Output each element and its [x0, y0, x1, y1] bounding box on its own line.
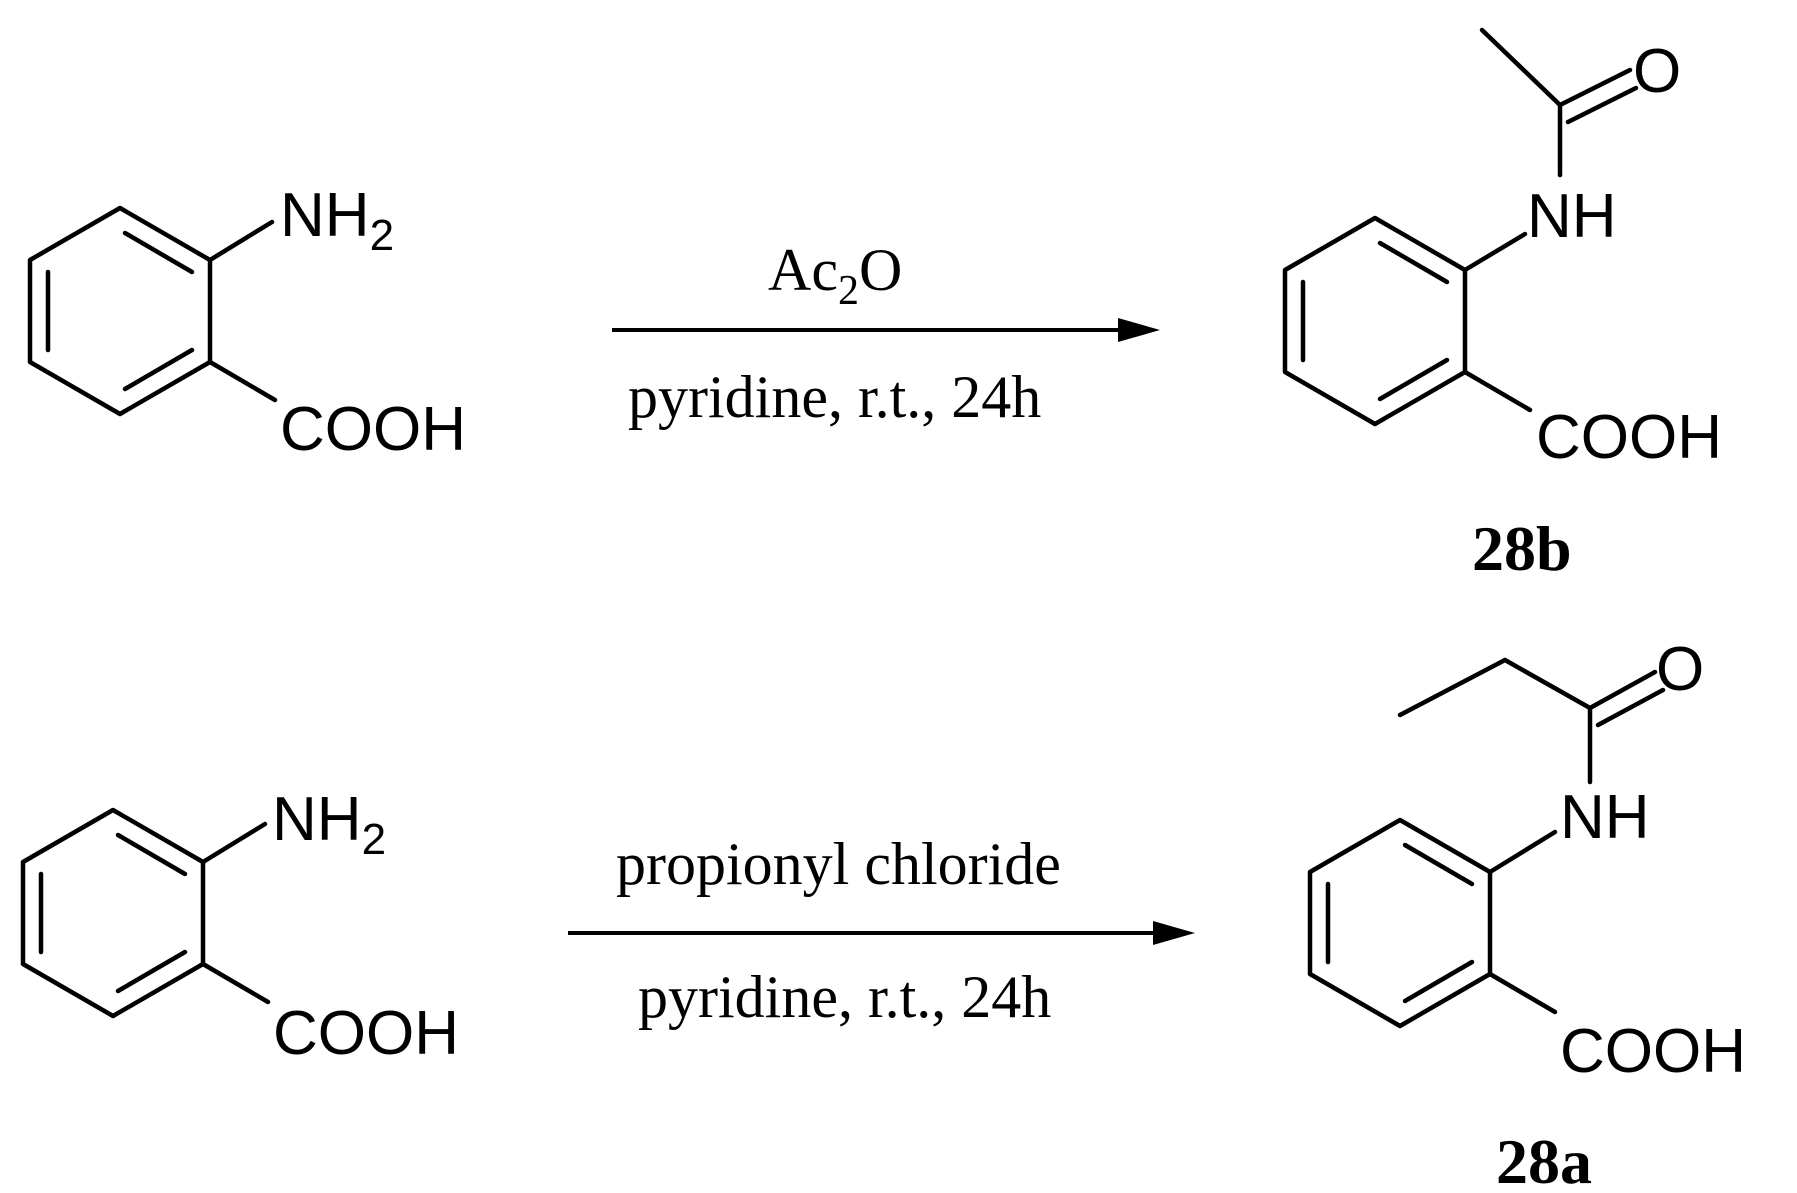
- carboxyl-group: COOH: [1560, 1017, 1746, 1086]
- reaction-arrow-1: [612, 318, 1160, 342]
- reaction-2: NH2 COOH propionyl chloride pyridine, r.…: [20, 635, 1746, 1193]
- conditions-2: pyridine, r.t., 24h: [638, 964, 1051, 1030]
- reagent-2: propionyl chloride: [616, 831, 1061, 897]
- reaction-1: NH2 COOH Ac2O pyridine, r.t., 24h O NH C…: [27, 27, 1722, 584]
- benzene-ring: [27, 205, 213, 417]
- aromatic-double-bond: [122, 347, 195, 392]
- carboxyl-group: COOH: [1536, 403, 1722, 472]
- reactant-1-structure: NH2 COOH: [27, 181, 466, 464]
- c-cooh-bond: [1487, 971, 1558, 1015]
- product-28b-structure: O NH COOH: [1282, 27, 1722, 472]
- ethyl-bond: [1502, 657, 1593, 711]
- reactant-2-structure: NH2 COOH: [20, 785, 459, 1068]
- carboxyl-group: COOH: [273, 999, 459, 1068]
- carbonyl-oxygen: O: [1633, 37, 1681, 106]
- c-n-bond: [1487, 829, 1558, 875]
- c-n-bond: [207, 219, 275, 263]
- arrow-head: [1153, 921, 1195, 945]
- compound-label-28a: 28a: [1496, 1126, 1592, 1193]
- amide-nh: NH: [1527, 182, 1617, 251]
- conditions-1: pyridine, r.t., 24h: [628, 364, 1041, 430]
- carbonyl-double-bond: [1565, 85, 1639, 125]
- methyl-bond: [1479, 27, 1563, 108]
- aromatic-double-bond: [115, 949, 188, 994]
- aromatic-double-bond: [115, 832, 188, 877]
- aromatic-double-bond: [1402, 959, 1475, 1004]
- carboxyl-group: COOH: [280, 395, 466, 464]
- c-cooh-bond: [200, 961, 271, 1005]
- c-n-bond: [1462, 231, 1528, 273]
- c-cooh-bond: [207, 359, 278, 403]
- reaction-arrow-2: [568, 921, 1195, 945]
- amine-group: NH2: [280, 181, 394, 260]
- c-n-bond: [200, 821, 268, 865]
- methyl-bond: [1397, 657, 1508, 718]
- compound-label-28b: 28b: [1472, 513, 1572, 584]
- aromatic-double-bond: [1377, 357, 1450, 402]
- benzene-ring: [1307, 817, 1493, 1029]
- carbonyl-bond: [1587, 669, 1658, 711]
- arrow-head: [1118, 318, 1160, 342]
- aromatic-double-bond: [1377, 240, 1450, 285]
- amine-group: NH2: [272, 785, 386, 864]
- c-cooh-bond: [1462, 369, 1533, 413]
- aromatic-double-bond: [122, 230, 195, 275]
- aromatic-double-bond: [1402, 842, 1475, 887]
- benzene-ring: [20, 807, 206, 1019]
- reagent-1: Ac2O: [768, 237, 902, 314]
- product-28a-structure: O NH COOH: [1307, 635, 1746, 1086]
- benzene-ring: [1282, 215, 1468, 427]
- carbonyl-double-bond: [1595, 687, 1666, 728]
- amide-nh: NH: [1560, 783, 1650, 852]
- carbonyl-oxygen: O: [1656, 635, 1704, 704]
- carbonyl-bond: [1557, 67, 1633, 108]
